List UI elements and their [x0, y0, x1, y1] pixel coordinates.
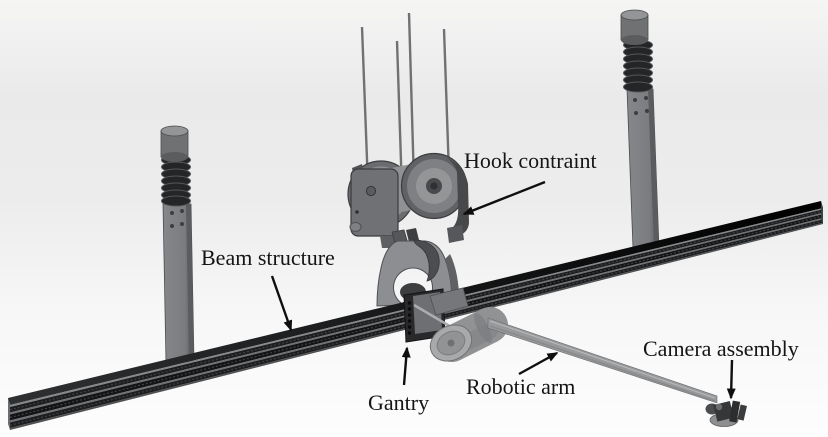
- arrow-camera-assembly: [726, 359, 736, 400]
- beam-right-end: [821, 201, 823, 224]
- post-cap: [160, 125, 189, 162]
- label-gantry: Gantry: [368, 390, 430, 415]
- motor-cap: [429, 324, 473, 362]
- left-support-post: [160, 125, 195, 363]
- arrow-robotic-arm: [518, 351, 559, 376]
- arrow-beam-structure: [270, 275, 293, 332]
- cable-rod: [407, 12, 416, 184]
- spring: [161, 154, 191, 207]
- label-robotic-arm: Robotic arm: [466, 374, 576, 399]
- robotic-arm-model: [487, 317, 718, 404]
- arrow-gantry: [401, 346, 411, 386]
- arm-rod: [487, 317, 718, 404]
- hook: [413, 239, 440, 282]
- plate-screw: [365, 185, 377, 197]
- beam-left-end: [8, 398, 10, 430]
- plate-knob: [349, 222, 362, 232]
- label-beam-structure: Beam structure: [201, 245, 335, 270]
- label-hook-constraint: Hook contraint: [464, 148, 597, 173]
- pulley-side-bracket: [447, 158, 469, 236]
- label-camera-assembly: Camera assembly: [643, 336, 799, 361]
- right-pulley: [400, 152, 468, 220]
- camera-assembly-model: [705, 400, 747, 427]
- cable-rod: [442, 28, 451, 175]
- arrow-hook-constraint: [462, 180, 546, 216]
- arm-motor: [429, 287, 508, 362]
- pulley-hook-assembly: [347, 152, 469, 248]
- right-support-post: [620, 9, 660, 249]
- post-cap: [620, 9, 649, 45]
- spring: [623, 39, 653, 93]
- front-plate: [350, 168, 399, 237]
- cable-rod: [360, 26, 370, 187]
- annotation-arrows: [270, 180, 736, 400]
- motor-mount: [429, 287, 469, 316]
- camera-plate: [729, 400, 741, 423]
